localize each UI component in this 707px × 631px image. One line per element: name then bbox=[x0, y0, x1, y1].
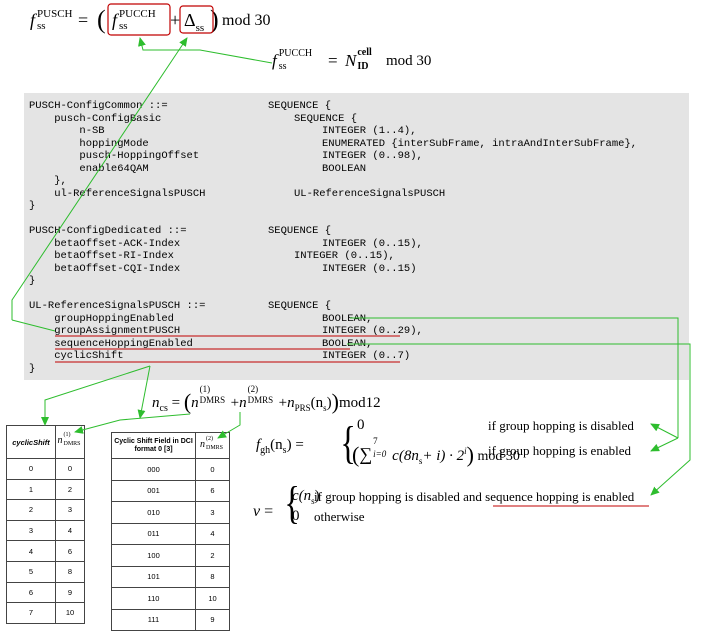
code-line-left: pusch-ConfigBasic bbox=[29, 112, 162, 125]
v-case1-value: c(ns) bbox=[292, 488, 320, 506]
code-line-right: INTEGER (1..4), bbox=[322, 125, 417, 137]
highlight-box-fss-pucch bbox=[107, 3, 171, 36]
fgh-brace: { bbox=[340, 417, 356, 468]
code-line-left: PUSCH-ConfigCommon ::= bbox=[29, 100, 168, 112]
code-line-left: } bbox=[29, 275, 36, 287]
arrow-cyclicshift-to-table bbox=[41, 365, 151, 426]
code-line-left: sequenceHoppingEnabled bbox=[29, 337, 193, 350]
code-line-right: BOOLEAN bbox=[322, 162, 367, 175]
code-line-left: groupAssignmentPUSCH bbox=[29, 325, 181, 337]
formula-ncs: ncs = (n(1)DMRS+n(2)DMRS+nPRS(ns))mod12 bbox=[152, 384, 381, 414]
code-line-left: cyclicShift bbox=[29, 350, 124, 362]
mod-30-text-2: mod 30 bbox=[386, 53, 432, 69]
connector-groupassignment bbox=[11, 319, 56, 332]
code-line-right: BOOLEAN, bbox=[322, 312, 373, 325]
code-line-left: } bbox=[29, 200, 36, 212]
arrow-grouphopping bbox=[350, 317, 679, 438]
arrow-pucch-to-term bbox=[138, 37, 273, 64]
arrow-ndmrs2-to-table bbox=[217, 412, 241, 439]
code-line-right: INTEGER (0..15) bbox=[322, 262, 417, 275]
code-line-left: }, bbox=[29, 175, 67, 187]
code-line-right: SEQUENCE { bbox=[268, 300, 332, 312]
code-line-right: SEQUENCE { bbox=[294, 112, 358, 125]
table-cell: 4 bbox=[55, 519, 85, 542]
v-case1-condition: if group hopping is disabled and sequenc… bbox=[314, 489, 635, 504]
annotation-overlay bbox=[11, 3, 691, 507]
arrow-grouphopping-disabled bbox=[650, 423, 679, 439]
arrow-grouphopping-enabled bbox=[650, 437, 679, 452]
code-line-left: betaOffset-ACK-Index bbox=[29, 237, 181, 250]
code-line-left: pusch-HoppingOffset bbox=[29, 150, 200, 162]
code-line-right: SEQUENCE { bbox=[268, 100, 332, 112]
v-case2-value: 0 bbox=[292, 508, 300, 524]
equals-sign-2: = bbox=[328, 51, 338, 70]
arrow-ndmrs1-to-table bbox=[74, 413, 191, 434]
code-line-right: SEQUENCE { bbox=[268, 225, 332, 237]
paren-close: ) bbox=[210, 5, 219, 34]
code-line-right: INTEGER (0..29), bbox=[322, 325, 423, 337]
code-line-left: ul-ReferenceSignalsPUSCH bbox=[29, 187, 206, 200]
fgh-case1-condition: if group hopping is disabled bbox=[488, 418, 634, 433]
cyclic-shift-field-table: Cyclic Shift Field in DCI format 0 [3] n… bbox=[111, 432, 230, 631]
code-line-right: INTEGER (0..15), bbox=[294, 250, 395, 262]
arrow-delta-to-groupassignment bbox=[11, 37, 188, 320]
plus-sign: + bbox=[170, 10, 181, 30]
cyclic-shift-field-header: Cyclic Shift Field in DCI format 0 [3] bbox=[111, 432, 196, 459]
code-line-left: } bbox=[29, 362, 36, 375]
asn1-code-panel bbox=[24, 93, 689, 380]
mod-30-text: mod 30 bbox=[222, 12, 271, 29]
code-line-right: INTEGER (0..15), bbox=[322, 237, 423, 250]
code-line-left: hoppingMode bbox=[29, 137, 149, 150]
code-line-right: INTEGER (0..98), bbox=[322, 150, 423, 162]
arrow-cyclicshift-to-ncs bbox=[137, 365, 151, 419]
paren-open: ( bbox=[97, 5, 106, 34]
fgh-case2-condition: if group hopping is enabled bbox=[488, 443, 631, 458]
code-line-left: UL-ReferenceSignalsPUSCH ::= bbox=[29, 300, 206, 312]
code-line-left: PUSCH-ConfigDedicated ::= bbox=[29, 225, 187, 237]
code-line-left: betaOffset-CQI-Index bbox=[29, 262, 181, 275]
code-line-right: ENUMERATED {interSubFrame, intraAndInter… bbox=[322, 137, 638, 150]
v-case2-condition: otherwise bbox=[314, 509, 365, 524]
formula-fgh-lhs: fgh(ns) = bbox=[256, 437, 304, 456]
code-line-right: UL-ReferenceSignalsPUSCH bbox=[294, 187, 446, 200]
code-line-left: enable64QAM bbox=[29, 162, 149, 175]
v-lhs: v = bbox=[253, 503, 274, 520]
table-cell: 6 bbox=[195, 479, 230, 502]
code-line-left: betaOffset-RI-Index bbox=[29, 250, 174, 262]
code-line-left: groupHoppingEnabled bbox=[29, 312, 174, 325]
arrow-sequencehopping bbox=[347, 343, 691, 496]
fgh-case1-value: 0 bbox=[357, 417, 365, 433]
equals-sign: = bbox=[78, 10, 89, 30]
highlight-box-delta bbox=[179, 5, 214, 34]
code-line-right: INTEGER (0..7) bbox=[322, 350, 411, 362]
v-brace: { bbox=[284, 477, 300, 528]
code-line-left: n-SB bbox=[29, 125, 105, 137]
term-delta-ss: Δss bbox=[184, 10, 205, 34]
